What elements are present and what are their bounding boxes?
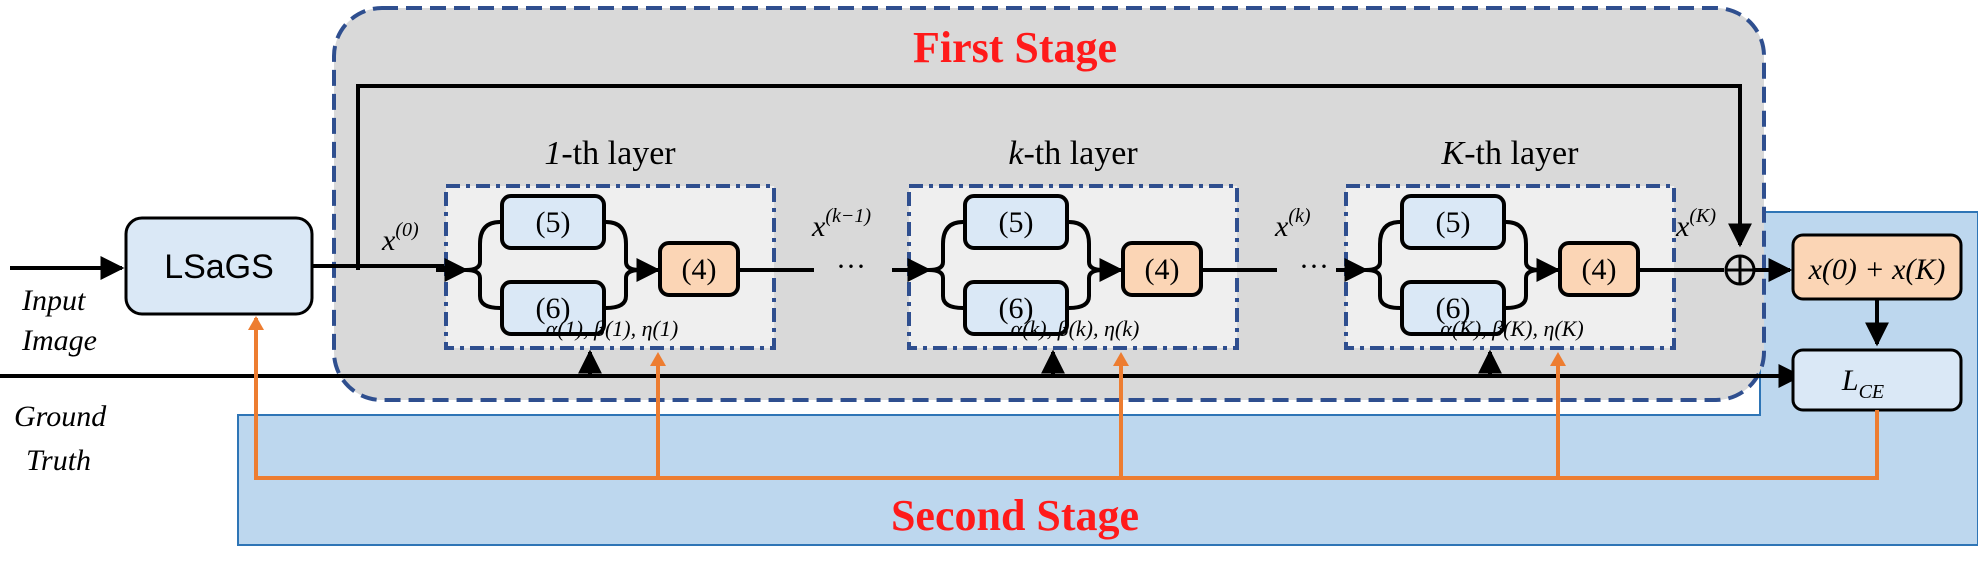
op-5-box[interactable]: (5) <box>1400 194 1506 250</box>
layer-block-2: k-th layer (5) (6) (4) α(k), β(k), η(k) x(k) ·… <box>899 135 1355 478</box>
layer-params: α(k), β(k), η(k) <box>1011 316 1140 341</box>
op-5-box[interactable]: (5) <box>963 194 1069 250</box>
loss-block[interactable]: LCE <box>1791 348 1963 412</box>
op-5-label: (5) <box>1436 206 1471 239</box>
layer-output-label: x(k) <box>1274 205 1311 243</box>
op-6-box[interactable]: (6) <box>500 280 606 336</box>
op-6-label: (6) <box>536 292 571 325</box>
layer-params: α(1), β(1), η(1) <box>546 316 678 341</box>
input-label-line1: Input <box>21 284 86 317</box>
layer-block-1: 1-th layer (5) (6) (4) α(1), β(1), η(1) x(k−1… <box>436 135 901 478</box>
lsags-label: LSaGS <box>164 248 274 286</box>
x0-label: x(0) <box>381 219 419 257</box>
op-4-box[interactable]: (4) <box>658 241 740 297</box>
layer-output-label: x(k−1) <box>811 205 871 243</box>
skip-connection <box>356 84 1752 270</box>
feedback-arrowhead-lsags <box>248 316 264 330</box>
op-5-label: (5) <box>999 206 1034 239</box>
layer-output-label: x(K) <box>1675 205 1716 243</box>
op-4-box[interactable]: (4) <box>1558 241 1640 297</box>
op-6-label: (6) <box>999 292 1034 325</box>
second-stage-title: Second Stage <box>891 491 1139 540</box>
ellipsis: ··· <box>836 250 866 283</box>
op-5-label: (5) <box>536 206 571 239</box>
sum-node <box>1724 254 1756 286</box>
param-feedback-arrowhead <box>1113 352 1129 366</box>
layer-title: 1-th layer <box>544 135 676 172</box>
lsags-block[interactable]: LSaGS <box>124 216 314 316</box>
op-6-box[interactable]: (6) <box>1400 280 1506 336</box>
input-label-line2: Image <box>21 324 97 357</box>
op-6-label: (6) <box>1436 292 1471 325</box>
sum-output-block[interactable]: x(0) + x(K) <box>1791 233 1963 301</box>
sum-output-label: x(0) + x(K) <box>1808 253 1946 286</box>
layer-block-3: K-th layer (5) (6) (4) α(K), β(K), η(K) x(K) <box>1336 135 1724 478</box>
ground-truth-label-line2: Truth <box>26 444 91 477</box>
loss-label: LCE <box>1841 364 1884 403</box>
op-4-label: (4) <box>1582 253 1617 286</box>
ground-truth-label-line1: Ground <box>14 400 107 433</box>
layer-title: k-th layer <box>1008 135 1138 172</box>
second-stage-region <box>237 211 1978 546</box>
layer-params: α(K), β(K), η(K) <box>1440 316 1583 341</box>
first-stage-title: First Stage <box>913 23 1117 72</box>
op-4-label: (4) <box>682 253 717 286</box>
feedback-path <box>254 318 1879 480</box>
op-6-box[interactable]: (6) <box>963 280 1069 336</box>
param-feedback-arrowhead <box>650 352 666 366</box>
op-4-label: (4) <box>1145 253 1180 286</box>
op-5-box[interactable]: (5) <box>500 194 606 250</box>
param-feedback-arrowhead <box>1550 352 1566 366</box>
op-4-box[interactable]: (4) <box>1121 241 1203 297</box>
ellipsis: ··· <box>1299 250 1329 283</box>
layer-title: K-th layer <box>1441 135 1580 172</box>
